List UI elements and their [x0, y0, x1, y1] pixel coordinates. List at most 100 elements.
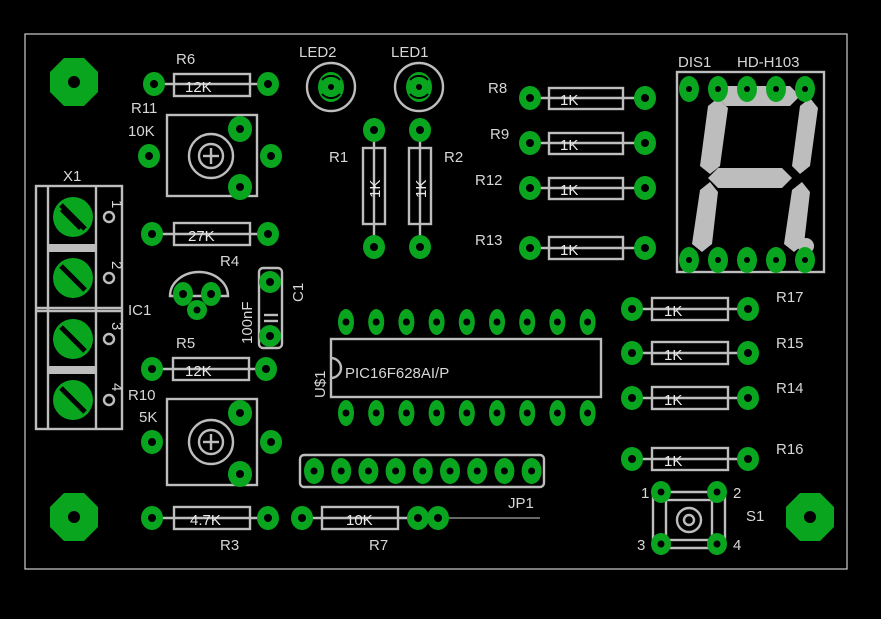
- s1-pin-2: 2: [733, 485, 741, 502]
- pic-pin-pad: [458, 309, 475, 335]
- header-pin-pad: [467, 458, 488, 484]
- s1-pin-4: 4: [733, 537, 741, 554]
- resistor-r2: [407, 118, 433, 259]
- resistor-r9: [519, 131, 656, 156]
- r4-value: 27K: [188, 228, 215, 245]
- r11-value: 10K: [128, 123, 155, 140]
- mounting-hole-br: [786, 493, 834, 541]
- terminal-block-x1: [34, 184, 124, 431]
- r5-value: 12K: [185, 363, 212, 380]
- resistor-r6: [143, 72, 279, 98]
- header-pin-pad: [412, 458, 433, 484]
- dis1-label: DIS1: [678, 54, 711, 71]
- microcontroller-u1: [329, 309, 603, 426]
- header-pin-pad: [440, 458, 460, 484]
- x1-pin-3: 3: [108, 322, 125, 330]
- r16-value: 1K: [664, 453, 682, 470]
- pic-pin-pad: [398, 400, 415, 426]
- c1-label: C1: [290, 283, 307, 302]
- r14-label: R14: [776, 380, 804, 397]
- u1-label: U$1: [312, 370, 329, 398]
- r10-value: 5K: [139, 409, 157, 426]
- r17-value: 1K: [664, 303, 682, 320]
- pic-pin-pad: [428, 309, 445, 335]
- pic-pin-pad: [579, 309, 596, 335]
- r2-value: 1K: [413, 180, 430, 198]
- r2-label: R2: [444, 149, 463, 166]
- pic-pin-pad: [368, 309, 385, 335]
- pic-pin-pad: [398, 309, 415, 335]
- resistor-r3: [141, 505, 279, 531]
- r8-value: 1K: [560, 92, 578, 109]
- x1-label: X1: [63, 168, 81, 185]
- r7-label: R7: [369, 537, 388, 554]
- r15-value: 1K: [664, 347, 682, 364]
- u1-value: PIC16F628AI/P: [345, 365, 449, 382]
- pic-pin-pad: [489, 400, 505, 426]
- resistor-r17: [621, 296, 759, 322]
- resistor-r4: [141, 221, 279, 247]
- s1-pin-1: 1: [641, 485, 649, 502]
- pic-pin-pad: [458, 400, 475, 426]
- trimmer-r11: [138, 113, 282, 200]
- c1-value: 100nF: [239, 301, 256, 344]
- x1-pin-4: 4: [108, 383, 125, 391]
- r6-value: 12K: [185, 79, 212, 96]
- resistor-r8: [519, 86, 656, 111]
- pic-pin-pad: [549, 400, 566, 426]
- r16-label: R16: [776, 441, 804, 458]
- header-pin-pad: [358, 458, 379, 484]
- r3-label: R3: [220, 537, 239, 554]
- pushbutton-s1: [651, 481, 727, 555]
- header-pin-pad: [304, 458, 324, 484]
- header-pin-pad: [521, 458, 542, 484]
- r3-value: 4.7K: [190, 512, 221, 529]
- resistor-r5: [141, 356, 277, 382]
- pic-pin-pad: [519, 309, 536, 335]
- display-dis1: [675, 70, 826, 274]
- led1-label: LED1: [391, 44, 429, 61]
- pic-pin-pad: [489, 309, 505, 335]
- header-pin-pad: [331, 458, 352, 484]
- jumper-jp1: [427, 506, 540, 530]
- led-led1: [393, 61, 445, 113]
- x1-pin-2: 2: [108, 261, 125, 269]
- resistor-r14: [621, 385, 759, 411]
- resistor-r13: [519, 235, 656, 261]
- regulator-ic1: [168, 270, 230, 320]
- led2-label: LED2: [299, 44, 337, 61]
- led-led2: [305, 61, 357, 113]
- trimmer-r10: [141, 397, 282, 487]
- jp1-label: JP1: [508, 495, 534, 512]
- r15-label: R15: [776, 335, 804, 352]
- r13-value: 1K: [560, 242, 578, 259]
- r14-value: 1K: [664, 392, 682, 409]
- pic-pin-pad: [519, 400, 536, 426]
- pic-pin-pad: [368, 400, 385, 426]
- header-pin-pad: [494, 458, 515, 484]
- r9-label: R9: [490, 126, 509, 143]
- r1-label: R1: [329, 149, 348, 166]
- s1-pin-3: 3: [637, 537, 645, 554]
- r12-label: R12: [475, 172, 503, 189]
- pic-pin-pad: [338, 400, 354, 426]
- resistor-r1: [361, 118, 387, 259]
- resistor-r7: [291, 505, 429, 531]
- pin-header: [298, 453, 546, 489]
- r17-label: R17: [776, 289, 804, 306]
- r12-value: 1K: [560, 182, 578, 199]
- x1-pin-1: 1: [108, 200, 125, 208]
- r9-value: 1K: [560, 137, 578, 154]
- mounting-hole-bl: [50, 493, 98, 541]
- r5-label: R5: [176, 335, 195, 352]
- resistor-r15: [621, 340, 759, 366]
- r11-label: R11: [131, 100, 157, 117]
- s1-label: S1: [746, 508, 764, 525]
- r6-label: R6: [176, 51, 195, 68]
- r8-label: R8: [488, 80, 507, 97]
- mounting-hole-tl: [50, 58, 98, 106]
- pic-pin-pad: [428, 400, 445, 426]
- resistor-r12: [519, 176, 656, 201]
- r1-value: 1K: [367, 180, 384, 198]
- header-pin-pad: [385, 458, 406, 484]
